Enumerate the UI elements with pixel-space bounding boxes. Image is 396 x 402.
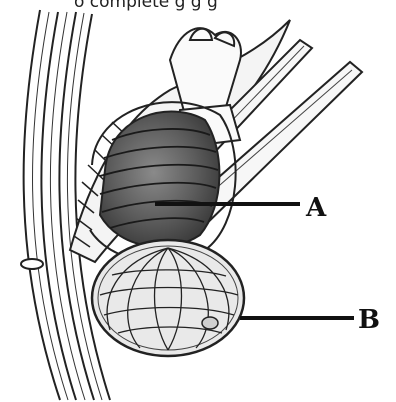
structure-a [100, 112, 219, 247]
node-mark [21, 259, 43, 269]
structure-b [92, 240, 244, 356]
label-a: A [306, 195, 326, 221]
label-b: B [358, 307, 380, 333]
